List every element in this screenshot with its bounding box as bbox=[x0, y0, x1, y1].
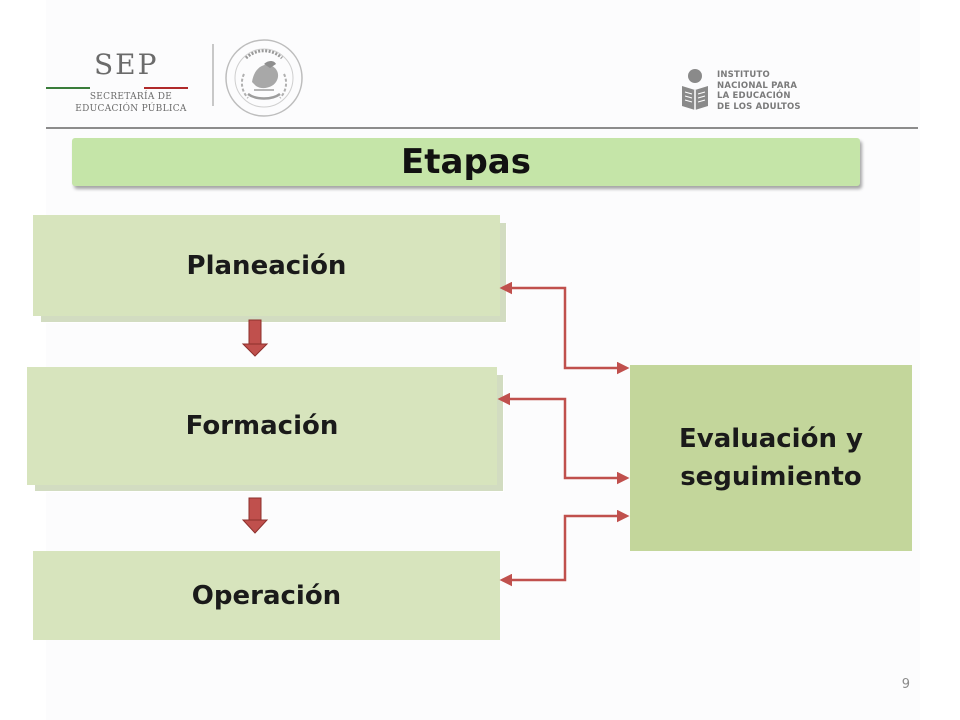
stage-label: Formación bbox=[185, 411, 339, 441]
stage-box-operacion: Operación bbox=[33, 551, 500, 640]
inea-line: INSTITUTO bbox=[717, 70, 770, 80]
title-banner: Etapas bbox=[72, 138, 860, 186]
slide-title: Etapas bbox=[401, 142, 531, 182]
stage-label: Operación bbox=[191, 580, 342, 611]
sep-subtitle-line2: EDUCACIÓN PÚBLICA bbox=[75, 104, 187, 114]
sep-green-line bbox=[46, 87, 90, 89]
evaluation-box: Evaluación y seguimiento bbox=[630, 365, 912, 551]
stage-label: Planeación bbox=[186, 250, 347, 281]
inea-name: INSTITUTO NACIONAL PARA LA EDUCACIÓN DE … bbox=[717, 70, 817, 112]
evaluation-label-line1: Evaluación y bbox=[679, 424, 863, 454]
mexican-coat-of-arms-icon bbox=[225, 39, 303, 117]
reading-person-icon bbox=[682, 69, 708, 110]
stage-box-formacion: Formación bbox=[27, 367, 497, 485]
inea-line: NACIONAL PARA bbox=[717, 80, 798, 91]
inea-logo: INSTITUTO NACIONAL PARA LA EDUCACIÓN DE … bbox=[678, 68, 818, 118]
header-rule bbox=[46, 127, 918, 129]
sep-red-line bbox=[144, 87, 188, 89]
sep-acronym: SEP bbox=[94, 48, 159, 81]
sep-subtitle-line1: SECRETARÍA DE bbox=[89, 92, 173, 102]
header-divider bbox=[212, 44, 214, 106]
page-number: 9 bbox=[901, 677, 910, 692]
evaluation-label: Evaluación y seguimiento bbox=[679, 420, 863, 496]
evaluation-label-line2: seguimiento bbox=[680, 462, 862, 492]
sep-logo: SEP SECRETARÍA DE EDUCACIÓN PÚBLICA bbox=[46, 48, 196, 118]
inea-line: LA EDUCACIÓN bbox=[717, 91, 791, 101]
stage-box-planeacion: Planeación bbox=[33, 215, 500, 316]
inea-line: DE LOS ADULTOS bbox=[717, 101, 801, 112]
